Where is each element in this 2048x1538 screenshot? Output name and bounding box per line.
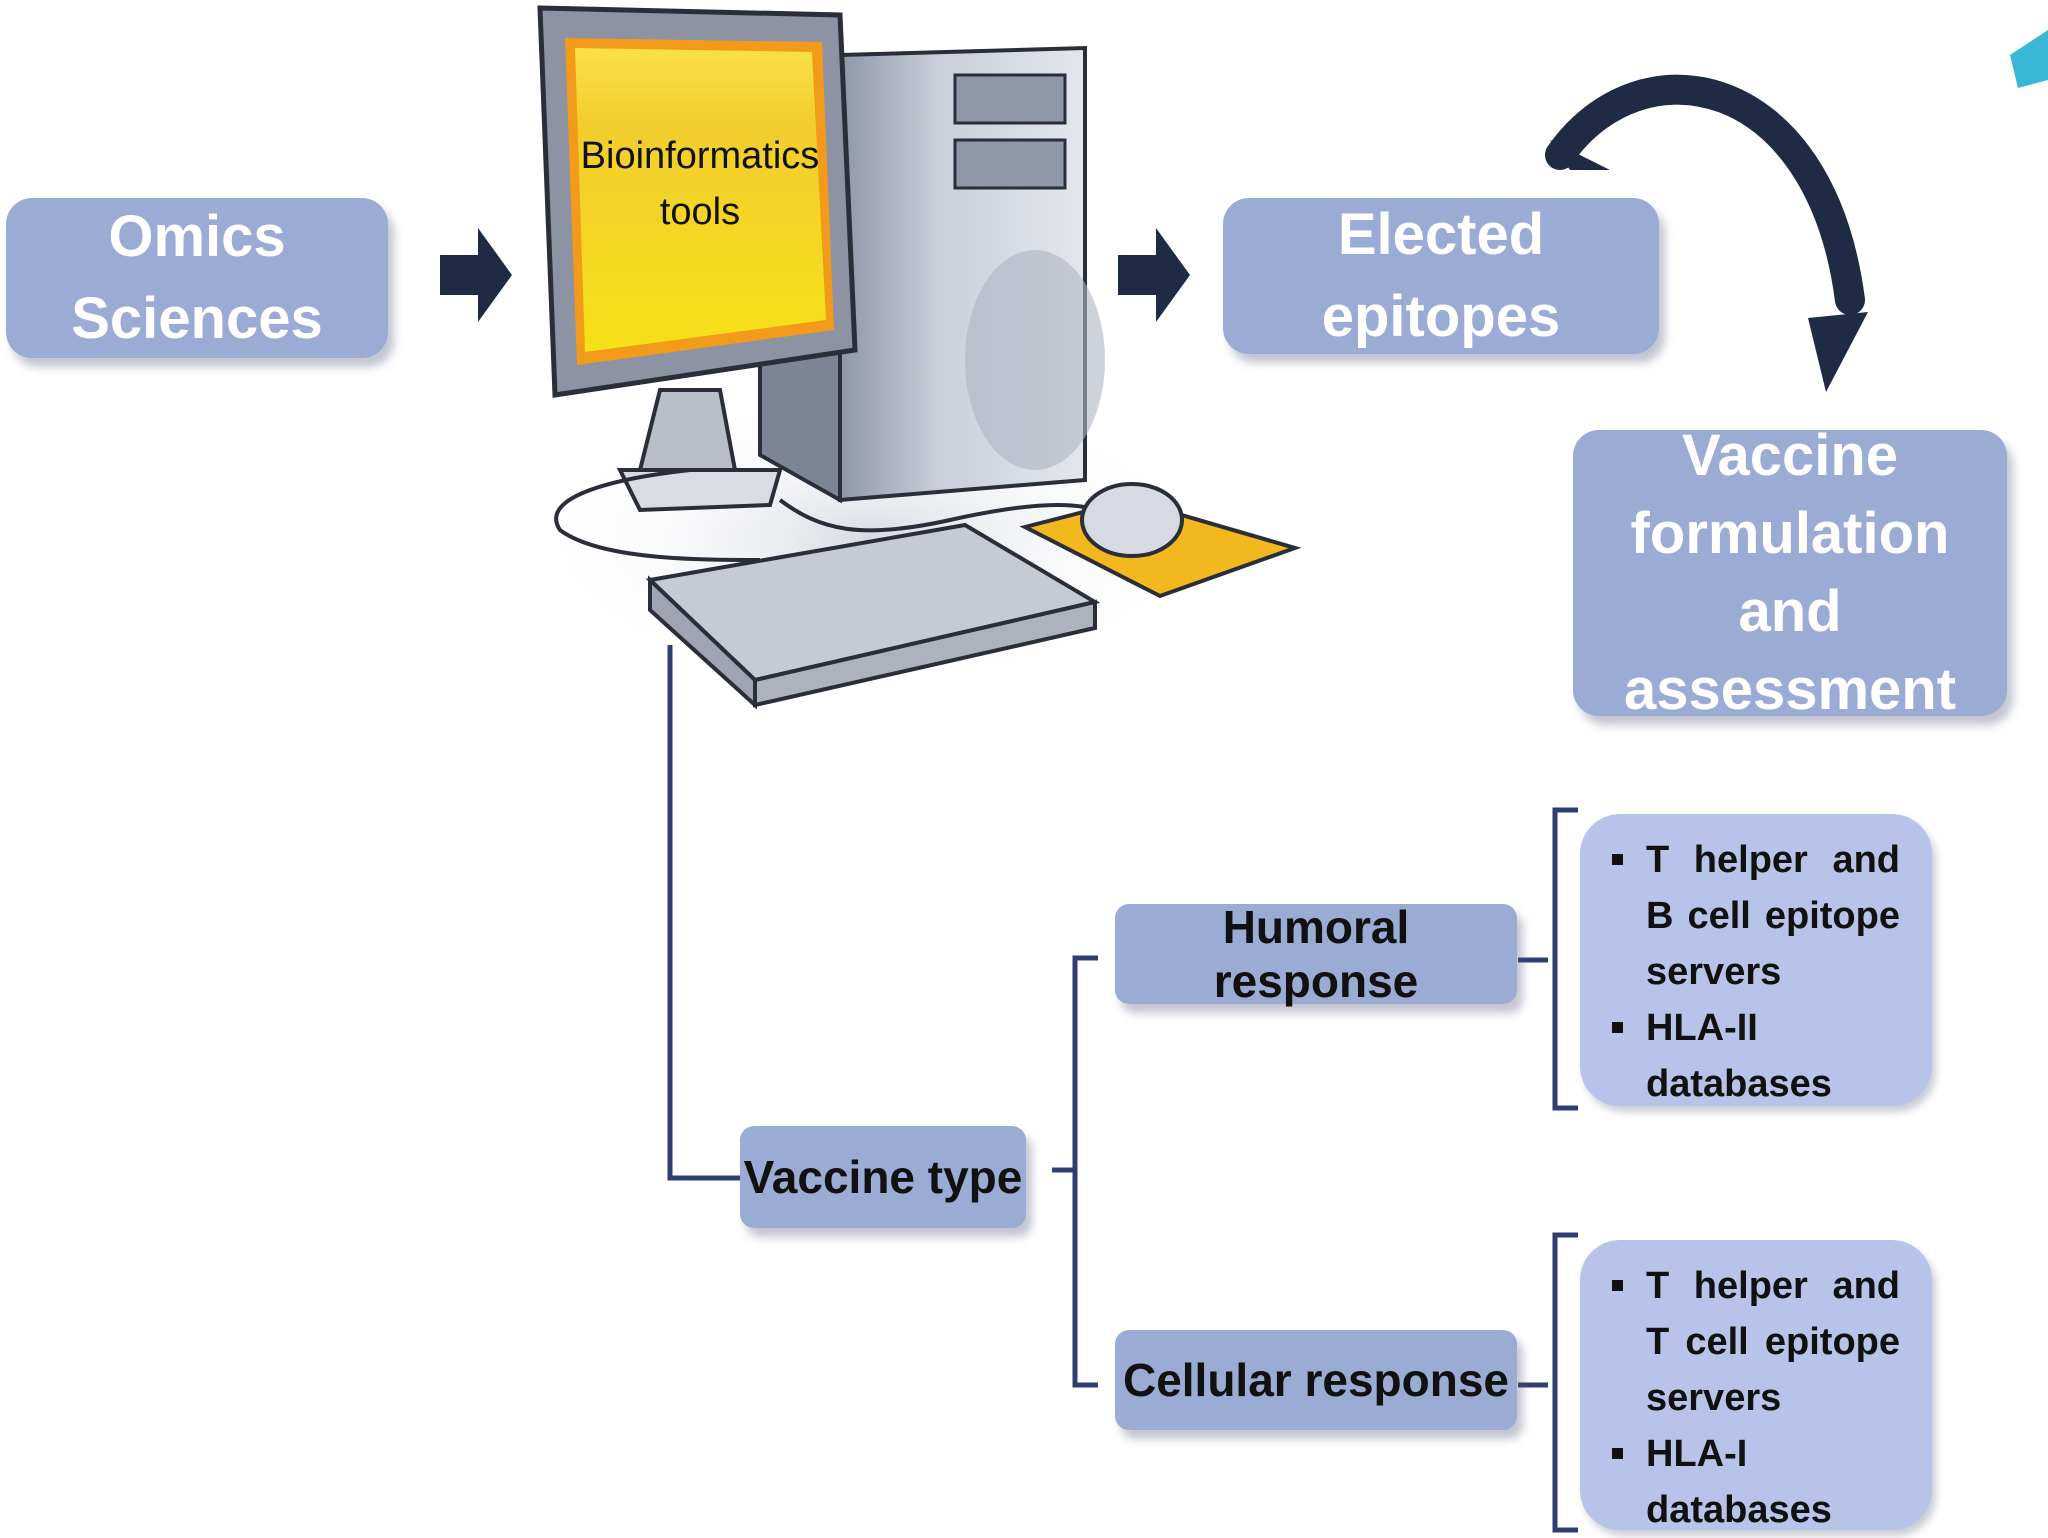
bracket-line: [1552, 807, 1578, 1111]
monitor: [537, 5, 858, 398]
cellular-details-list: T helper and T cell epitope servers HLA-…: [1580, 1240, 1932, 1538]
vaccine-type-label: Vaccine type: [743, 1151, 1023, 1203]
cable: [554, 468, 761, 562]
keyboard: [645, 522, 1101, 710]
bracket-line: [1072, 955, 1098, 1388]
bioinformatics-line-1: Bioinformatics: [580, 135, 820, 177]
curved-arrow-icon: [1545, 74, 1868, 392]
monitor-stand: [616, 388, 783, 513]
humoral-response-label: Humoral response: [1213, 901, 1419, 1007]
list-item: T helper and B cell epitope servers: [1612, 832, 1900, 1000]
vaccine-type-box: Vaccine type: [740, 1126, 1026, 1228]
humoral-details-box: T helper and B cell epitope servers HLA-…: [1580, 814, 1932, 1106]
connector-line: [667, 645, 742, 1181]
cellular-response-box: Cellular response: [1115, 1330, 1517, 1430]
cellular-details-box: T helper and T cell epitope servers HLA-…: [1580, 1240, 1932, 1531]
bioinformatics-line-2: tools: [659, 191, 741, 233]
arrow-right-icon: [1118, 228, 1190, 322]
corner-decoration: [2010, 30, 2048, 88]
bioinformatics-tools-label: Bioinformatics tools: [580, 128, 820, 240]
list-item: HLA-II databases: [1612, 1000, 1832, 1112]
omics-sciences-box: Omics Sciences: [6, 198, 388, 358]
elected-epitopes-label: Elected epitopes: [1321, 202, 1561, 349]
humoral-response-box: Humoral response: [1115, 901, 1517, 1007]
computer-tower: [758, 45, 1105, 504]
formulation-line-3: assessment: [1623, 657, 1957, 722]
humoral-details-list: T helper and B cell epitope servers HLA-…: [1580, 814, 1932, 1112]
omics-line-1: Omics: [108, 204, 286, 269]
mouse-icon: [1080, 482, 1184, 558]
bracket-line: [1552, 1232, 1578, 1533]
arrow-right-icon: [440, 228, 512, 322]
omics-line-2: Sciences: [71, 286, 323, 351]
vaccine-formulation-box: Vaccine formulation and assessment: [1573, 423, 2007, 722]
list-item: HLA-I databases: [1612, 1426, 1900, 1538]
elected-epitopes-box: Elected epitopes: [1223, 198, 1659, 354]
formulation-line-1: Vaccine: [1681, 423, 1899, 488]
list-item: T helper and T cell epitope servers: [1612, 1258, 1900, 1426]
cellular-response-label: Cellular response: [1122, 1354, 1510, 1406]
formulation-line-2: formulation and: [1630, 501, 1950, 644]
